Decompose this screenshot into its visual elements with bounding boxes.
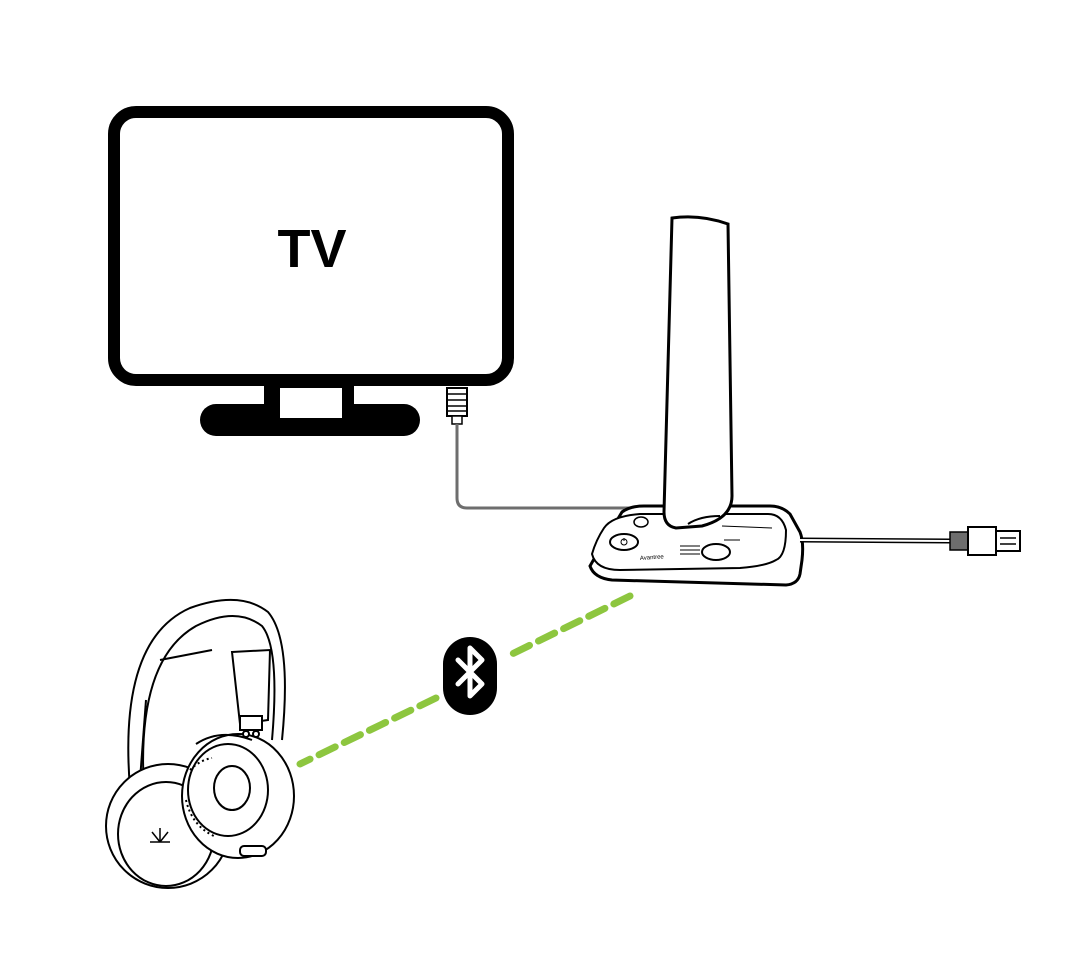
transmitter-top-face [590, 513, 788, 572]
indicator-light [633, 516, 649, 528]
power-icon [620, 538, 628, 546]
tv-neck-window-cover [280, 404, 342, 418]
headphone-controls[interactable] [239, 845, 267, 857]
transmitter-brand-label: Avantree [640, 554, 665, 562]
bluetooth-link-lower [296, 694, 440, 768]
headphones [105, 599, 295, 889]
bluetooth-link-upper [504, 592, 634, 660]
bluetooth-icon [443, 637, 497, 715]
mode-button[interactable] [701, 543, 731, 561]
tv: TV [108, 106, 514, 436]
printed-markings [680, 525, 773, 555]
transmitter-antenna [662, 215, 734, 530]
usb-cable-inner [799, 539, 951, 542]
power-button[interactable] [609, 533, 639, 551]
tv-stand-base [200, 404, 420, 436]
usb-plug-icon [949, 526, 1021, 556]
optical-plug-icon [446, 387, 468, 425]
optical-cable [455, 424, 668, 510]
tv-label: TV [277, 219, 346, 279]
tv-screen [108, 106, 514, 386]
band-slider [230, 648, 272, 726]
bluetooth-transmitter: Avantree [588, 215, 805, 587]
avantree-leaf-icon [150, 828, 170, 843]
antenna-foot [687, 515, 721, 525]
